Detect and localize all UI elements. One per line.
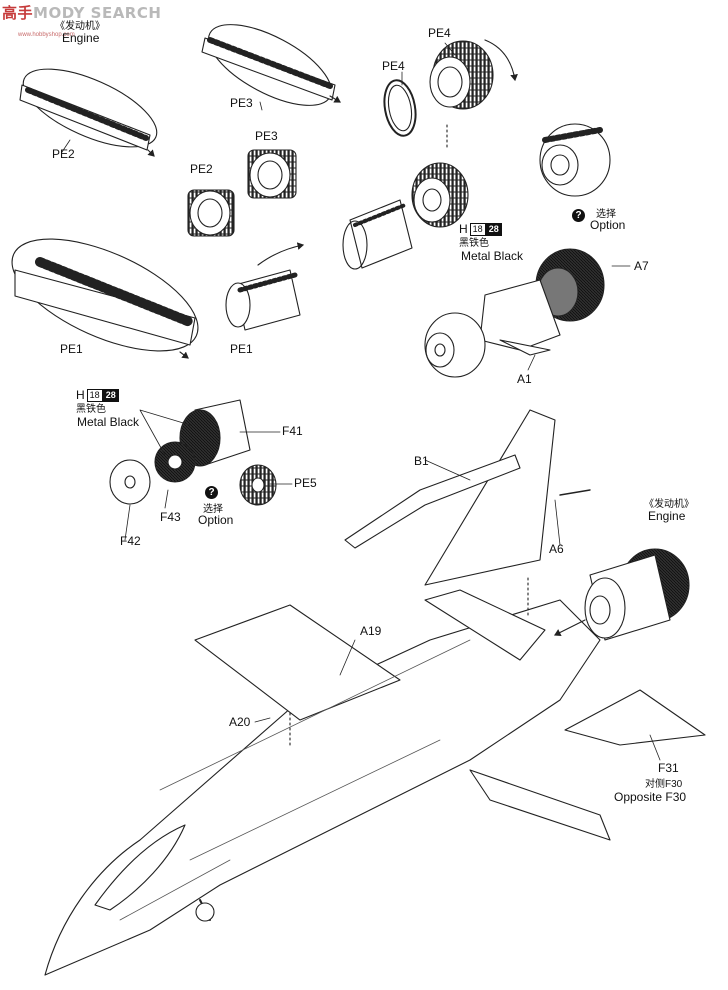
label-pe5: PE5	[294, 476, 317, 490]
option-en-top: Option	[590, 218, 626, 232]
label-a1: A1	[517, 372, 532, 386]
label-f42: F42	[120, 534, 141, 548]
pe2-sheet	[19, 68, 158, 157]
option-en-left: Option	[198, 513, 234, 527]
paint-en-top: Metal Black	[461, 249, 524, 263]
label-a7: A7	[634, 259, 649, 273]
paint-en-left: Metal Black	[77, 415, 140, 429]
inner-cylinder	[342, 199, 413, 270]
paint-h-top: H	[459, 222, 468, 236]
pe1-cylinder	[225, 242, 305, 331]
step-header-en: Engine	[62, 31, 100, 45]
label-a19: A19	[360, 624, 382, 638]
f43-fan	[154, 441, 196, 483]
option-cn-left: 选择	[203, 504, 223, 515]
label-f43: F43	[160, 510, 181, 524]
label-pe1-a: PE1	[60, 342, 83, 356]
label-f41: F41	[282, 424, 303, 438]
step-header-cn: 《发动机》	[55, 21, 105, 32]
option-icon-top: ?	[572, 209, 585, 222]
pe1-sheet	[11, 238, 199, 359]
paint-code1-left: 18	[86, 388, 103, 402]
label-pe3-b: PE3	[255, 129, 278, 143]
label-a6: A6	[549, 542, 564, 556]
watermark: 高手MODY SEARCH	[2, 2, 161, 23]
watermark-red: 高手	[2, 4, 34, 22]
label-pe2-b: PE2	[190, 162, 213, 176]
opposite-cn: 对侧F30	[645, 779, 683, 790]
watermark-url: www.hobbyshop.com	[18, 32, 75, 38]
a1-housing	[424, 279, 561, 378]
engine-callout	[554, 548, 690, 641]
watermark-grey: MODY SEARCH	[33, 4, 162, 22]
engine-callout-en: Engine	[648, 509, 686, 523]
pe4-ring	[383, 79, 417, 137]
label-pe3-a: PE3	[230, 96, 253, 110]
pe3-cylinder	[247, 149, 297, 199]
option-nozzle	[539, 123, 611, 197]
label-a20: A20	[229, 715, 251, 729]
pe3-sheet	[201, 24, 341, 106]
pe4-nozzle	[429, 39, 518, 151]
engine-callout-cn: 《发动机》	[644, 499, 694, 510]
pe5-fan	[239, 464, 277, 506]
paint-code2-left: 28	[102, 388, 119, 402]
f42-disc	[109, 459, 151, 505]
paint-code1-top: 18	[469, 222, 486, 236]
paint-code-top: H 18 28	[459, 222, 502, 236]
pe2-cylinder	[187, 189, 235, 237]
paint-code-left: H 18 28	[76, 388, 119, 402]
label-f31: F31	[658, 761, 679, 775]
paint-h-left: H	[76, 388, 85, 402]
aircraft	[44, 409, 706, 976]
label-pe1-b: PE1	[230, 342, 253, 356]
paint-cn-left: 黑铁色	[76, 404, 106, 415]
option-cn-top: 选择	[596, 209, 616, 220]
opposite-en: Opposite F30	[614, 790, 687, 804]
label-pe2-a: PE2	[52, 147, 75, 161]
leader-lines	[61, 42, 661, 761]
paint-code2-top: 28	[485, 222, 502, 236]
option-icon-left: ?	[205, 486, 218, 499]
label-pe4-b: PE4	[382, 59, 405, 73]
label-pe4-a: PE4	[428, 26, 451, 40]
afterburner-core	[411, 162, 469, 228]
label-b1: B1	[414, 454, 429, 468]
paint-cn-top: 黑铁色	[459, 238, 489, 249]
